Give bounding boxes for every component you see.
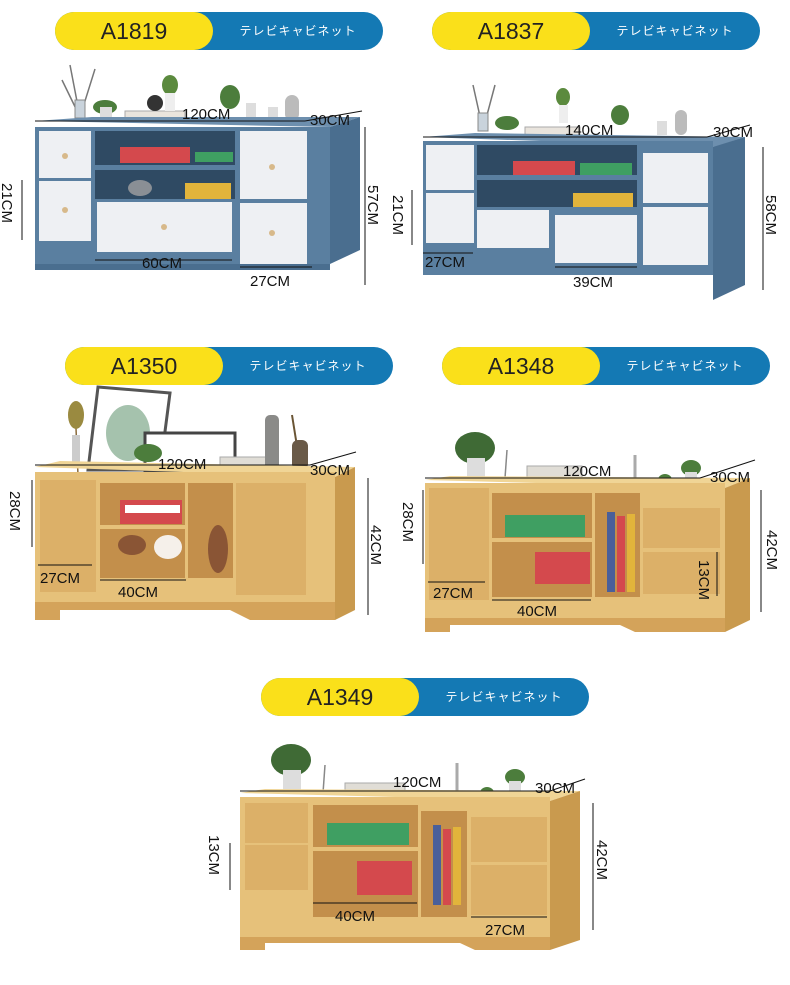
cabinet-a1837-illustration: 140CM 30CM 58CM 21CM 27CM 39CM [389,84,779,300]
product-code: A1349 [261,678,419,716]
dim-depth: 30CM [310,462,350,479]
dim-width: 120CM [563,463,611,480]
dim-drawer-height: 21CM [0,183,15,223]
dim-side-width: 27CM [425,254,465,271]
dim-height: 42CM [593,840,610,880]
dim-height: 42CM [763,530,780,570]
product-code: A1348 [442,347,600,385]
cabinet-a1349-illustration: 120CM 30CM 42CM 13CM 40CM 27CM [205,744,610,950]
dim-drawer-width: 39CM [573,274,613,291]
dim-height: 42CM [367,525,384,565]
dim-depth: 30CM [535,780,575,797]
dim-side-width: 27CM [40,570,80,587]
decor-items [68,385,308,476]
cabinet-a1819-illustration: 120CM 30CM 57CM 21CM 60CM 27CM [0,64,381,290]
cabinet-a1348-illustration: 120CM 30CM 42CM 28CM 27CM 40CM 13CM [399,432,780,632]
product-code: A1350 [65,347,223,385]
dim-side-width: 27CM [250,273,290,290]
dim-depth: 30CM [713,124,753,141]
dim-door-height: 28CM [399,502,416,542]
product-category-label: テレビキャビネット [249,359,367,373]
dim-depth: 30CM [710,469,750,486]
product-category-label: テレビキャビネット [616,24,734,38]
product-category-label: テレビキャビネット [626,359,744,373]
product-category-label: テレビキャビネット [445,690,563,704]
dim-side-width: 27CM [433,585,473,602]
dim-door-height: 28CM [6,491,23,531]
decor-items [61,64,299,121]
dim-depth: 30CM [310,112,350,129]
dim-drawer-height: 13CM [205,835,222,875]
dim-shelf-width: 40CM [118,584,158,601]
product-header-a1348: A1348 テレビキャビネット [442,347,770,385]
dim-height: 57CM [364,185,381,225]
cabinet-a1350-illustration: 120CM 30CM 42CM 28CM 27CM 40CM [6,385,384,620]
dim-drawer-width: 60CM [142,255,182,272]
dim-shelf-width: 40CM [517,603,557,620]
product-code: A1819 [55,12,213,50]
product-category-label: テレビキャビネット [239,24,357,38]
product-code: A1837 [432,12,590,50]
product-header-a1819: A1819 テレビキャビネット [55,12,383,50]
product-header-a1350: A1350 テレビキャビネット [65,347,393,385]
decor-items [455,432,701,486]
dim-width: 120CM [182,106,230,123]
dim-width: 120CM [393,774,441,791]
product-header-a1837: A1837 テレビキャビネット [432,12,760,50]
dim-drawer-height: 21CM [389,195,406,235]
dim-shelf-width: 40CM [335,908,375,925]
dim-width: 140CM [565,122,613,139]
product-header-a1349: A1349 テレビキャビネット [261,678,589,716]
dim-drawer-height: 13CM [695,560,712,600]
dim-width: 120CM [158,456,206,473]
dim-height: 58CM [762,195,779,235]
dim-drawer-width: 27CM [485,922,525,939]
